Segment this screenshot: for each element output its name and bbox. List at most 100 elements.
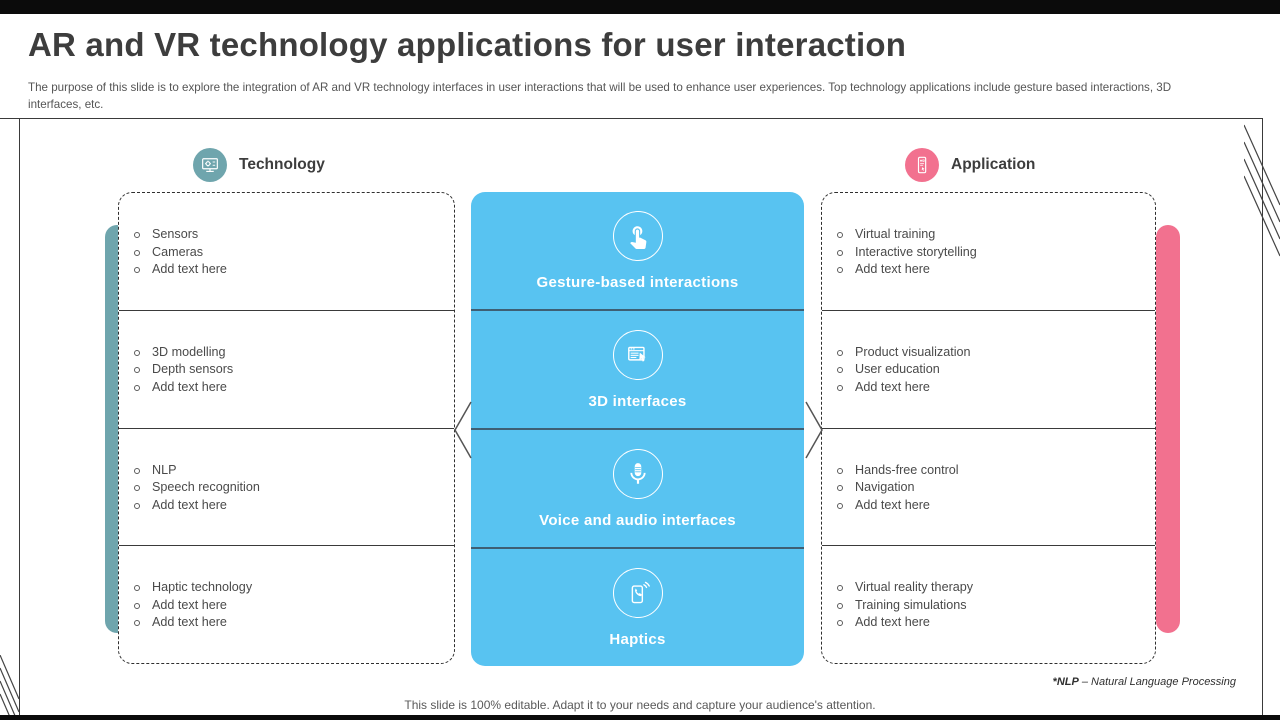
list-item: Sensors xyxy=(132,226,444,244)
list-item-label: Cameras xyxy=(152,244,204,259)
circle-bullet-icon xyxy=(134,232,140,238)
list-item: Haptic technology xyxy=(132,579,444,597)
left-frame-line xyxy=(19,118,20,716)
technology-section-haptics: Haptic technology Add text here Add text… xyxy=(119,546,454,663)
center-row-label: 3D interfaces xyxy=(588,392,687,410)
list-item-label: Add text here xyxy=(152,615,227,630)
circle-bullet-icon xyxy=(134,367,140,374)
top-right-hatch-decoration xyxy=(1244,124,1280,257)
list-item-label: Add text here xyxy=(855,262,930,277)
list-item: Add text here xyxy=(132,614,444,632)
circle-bullet-icon xyxy=(837,467,843,474)
circle-bullet-icon xyxy=(134,467,140,474)
center-row-label: Gesture-based interactions xyxy=(536,273,739,291)
list-item: Virtual reality therapy xyxy=(835,579,1145,597)
page-title: AR and VR technology applications for us… xyxy=(28,26,907,63)
application-section-haptics: Virtual reality therapy Training simulat… xyxy=(822,546,1155,663)
header-divider-line xyxy=(0,118,1263,119)
application-column-header: Application xyxy=(905,148,1035,182)
circle-bullet-icon xyxy=(837,502,843,509)
list-item: Add text here xyxy=(132,497,444,515)
list-item: Navigation xyxy=(835,479,1145,497)
circle-bullet-icon xyxy=(134,267,140,274)
circle-bullet-icon xyxy=(837,267,843,274)
list-item-label: Sensors xyxy=(152,227,199,241)
bottom-border-bar xyxy=(0,715,1280,720)
circle-bullet-icon xyxy=(134,485,140,492)
technology-list-box: Sensors Cameras Add text here 3D modelli… xyxy=(118,192,455,664)
list-item: Add text here xyxy=(835,379,1145,397)
circle-bullet-icon xyxy=(837,349,843,356)
technology-column-label: Technology xyxy=(239,156,325,173)
technology-section-gesture: Sensors Cameras Add text here xyxy=(119,193,454,311)
screen-pointer-icon xyxy=(612,329,663,380)
circle-bullet-icon xyxy=(837,232,843,238)
circle-bullet-icon xyxy=(134,585,140,592)
circle-bullet-icon xyxy=(837,620,843,627)
monitor-gear-icon xyxy=(193,148,227,182)
list-item: Add text here xyxy=(835,614,1145,632)
circle-bullet-icon xyxy=(837,249,843,256)
circle-bullet-icon xyxy=(837,367,843,374)
list-item-label: Add text here xyxy=(855,615,930,630)
center-technology-column: Gesture-based interactions 3D interfaces xyxy=(471,192,804,666)
list-item-label: Interactive storytelling xyxy=(855,244,977,259)
circle-bullet-icon xyxy=(134,602,140,609)
application-section-voice: Hands-free control Navigation Add text h… xyxy=(822,429,1155,547)
application-accent-bar xyxy=(1156,225,1180,633)
center-row-3d-interfaces: 3D interfaces xyxy=(471,311,804,430)
center-row-label: Voice and audio interfaces xyxy=(539,511,736,529)
list-item-label: Add text here xyxy=(855,497,930,512)
slide-subtitle: The purpose of this slide is to explore … xyxy=(28,81,1172,111)
circle-bullet-icon xyxy=(837,602,843,609)
list-item: Interactive storytelling xyxy=(835,244,1145,262)
list-item-label: Add text here xyxy=(152,497,227,512)
right-connector-chevron xyxy=(805,401,823,459)
application-list-box: Virtual training Interactive storytellin… xyxy=(821,192,1156,664)
list-item-label: NLP xyxy=(152,462,177,477)
bottom-left-hatch-decoration xyxy=(0,655,20,716)
nlp-footnote: *NLP – Natural Language Processing xyxy=(1053,676,1236,688)
circle-bullet-icon xyxy=(134,249,140,256)
list-item-label: Virtual reality therapy xyxy=(855,580,974,595)
list-item-label: 3D modelling xyxy=(152,344,226,359)
list-item-label: Add text here xyxy=(152,379,227,394)
list-item-label: Navigation xyxy=(855,480,915,495)
list-item: Hands-free control xyxy=(835,462,1145,480)
center-row-voice-audio: Voice and audio interfaces xyxy=(471,430,804,549)
list-item-label: Virtual training xyxy=(855,227,936,241)
top-border-bar xyxy=(0,0,1280,14)
list-item-label: Training simulations xyxy=(855,597,967,612)
list-item-label: Haptic technology xyxy=(152,580,253,595)
vibrating-phone-icon xyxy=(612,567,663,618)
list-item: NLP xyxy=(132,462,444,480)
circle-bullet-icon xyxy=(837,384,843,391)
left-connector-chevron xyxy=(454,401,472,459)
microphone-icon xyxy=(612,448,663,499)
right-frame-line xyxy=(1262,118,1263,716)
list-item-label: User education xyxy=(855,362,940,377)
list-item: Virtual training xyxy=(835,226,1145,244)
tap-gesture-icon xyxy=(612,210,663,261)
list-item: Add text here xyxy=(835,261,1145,279)
circle-bullet-icon xyxy=(134,384,140,391)
footnote-abbreviation: *NLP xyxy=(1052,676,1079,688)
list-item: Add text here xyxy=(132,379,444,397)
technology-section-voice: NLP Speech recognition Add text here xyxy=(119,429,454,547)
application-column-label: Application xyxy=(951,156,1036,173)
circle-bullet-icon xyxy=(134,349,140,356)
list-item: 3D modelling xyxy=(132,344,444,362)
list-item: Product visualization xyxy=(835,344,1145,362)
list-item: Cameras xyxy=(132,244,444,262)
list-item: Training simulations xyxy=(835,597,1145,615)
application-section-3d: Product visualization User education Add… xyxy=(822,311,1155,429)
list-item-label: Add text here xyxy=(152,262,227,277)
list-item: Speech recognition xyxy=(132,479,444,497)
list-item: Add text here xyxy=(132,261,444,279)
center-row-haptics: Haptics xyxy=(471,549,804,666)
list-item-label: Add text here xyxy=(855,379,930,394)
list-item-label: Hands-free control xyxy=(855,462,959,477)
technology-section-3d: 3D modelling Depth sensors Add text here xyxy=(119,311,454,429)
center-row-label: Haptics xyxy=(609,630,666,648)
